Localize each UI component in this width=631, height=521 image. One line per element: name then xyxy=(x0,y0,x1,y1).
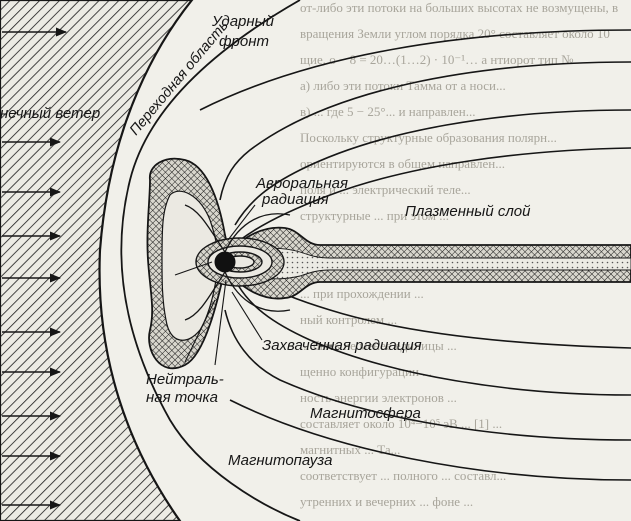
inner-field-lines xyxy=(184,204,291,321)
outer-field-lines xyxy=(199,29,631,481)
solar-wind-arrows xyxy=(2,27,68,510)
bleed-text-line: утренних и вечерних ... фоне ... xyxy=(300,494,473,509)
earth-icon xyxy=(214,251,236,273)
bleed-text-line: Поскольку структурные образования полярн… xyxy=(300,130,557,145)
bleed-text-line: щие, о − 8 = 20…(1…2) · 10⁻¹… а нтиорот … xyxy=(300,52,574,67)
bleed-text-line: структурные ... при этом ... xyxy=(300,208,449,223)
magnetopause-label: Магнитопауза xyxy=(228,452,332,469)
shock-front-label-2: фронт xyxy=(219,33,269,50)
neutral-point-label-2: ная точка xyxy=(146,389,218,406)
neutral-point-label-1: Нейтраль- xyxy=(146,371,224,388)
label-leaders xyxy=(174,204,263,366)
shock-front-label-1: Ударный xyxy=(211,13,275,30)
magnetopause-curve xyxy=(120,0,301,521)
radiation-belts xyxy=(195,237,285,287)
bleed-text-line: ... при прохождении ... xyxy=(300,286,424,301)
bleed-text-line: соответствует ... полного ... составл... xyxy=(300,468,506,483)
bleed-text-line: вращения Земли углом порядка 20° составл… xyxy=(300,26,610,41)
bleed-text-line: магнитных ... Та... xyxy=(300,442,400,457)
plasma-sheet-label: Плазменный слой xyxy=(405,203,531,220)
trapped-radiation-label: Захваченная радиация xyxy=(262,337,422,354)
bleed-text-line: щенно конфигурации ... xyxy=(300,364,432,379)
solar-wind-region xyxy=(0,0,194,521)
solar-wind-label: нечный ветер xyxy=(0,105,100,122)
bleed-text-line: поля и ... электрический теле... xyxy=(300,182,471,197)
bleed-text-line: ориентируются в общем направлен... xyxy=(300,156,505,171)
magnetosphere-label: Магнитосфера xyxy=(310,405,421,422)
bleed-text-line: ный контролем ... xyxy=(300,312,397,327)
auroral-radiation-label-1: Авроральная xyxy=(255,175,348,192)
bleed-text-line: от-либо эти потоки на больших высотах не… xyxy=(300,0,618,15)
bleed-text-line: в) ... где 5 − 25°... и направлен... xyxy=(300,104,476,119)
bleed-text-line: ... быть не менее единицы ... xyxy=(300,338,457,353)
auroral-radiation-label-2: радиация xyxy=(261,191,329,208)
